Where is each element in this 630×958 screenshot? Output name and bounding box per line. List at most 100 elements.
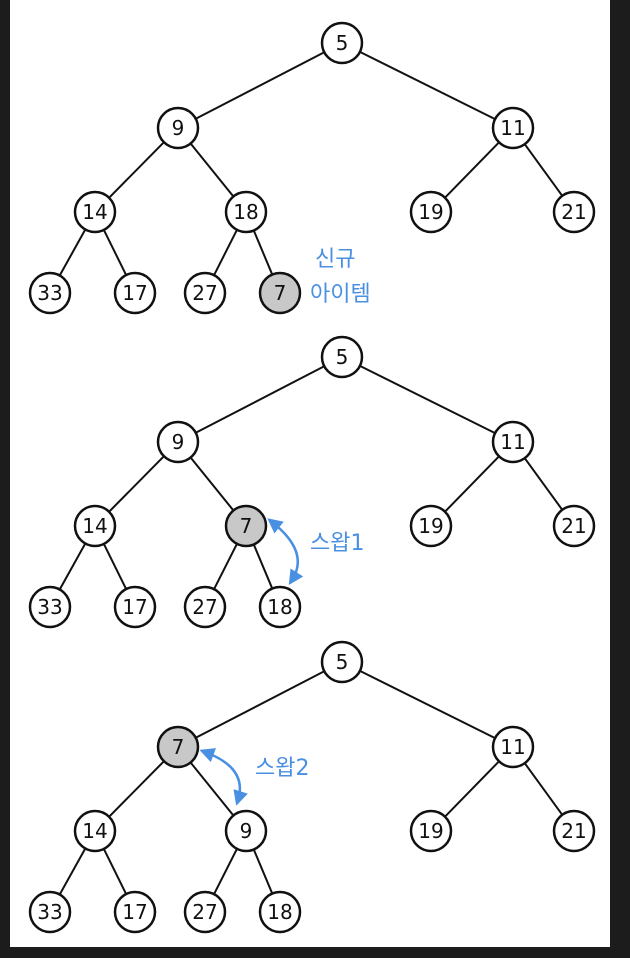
heap-node: 33: [28, 585, 72, 629]
node-value: 7: [172, 735, 185, 759]
heap-node: 5: [320, 21, 364, 65]
heap-node: 18: [224, 190, 268, 234]
node-circle: [73, 190, 117, 234]
node-value: 18: [267, 900, 292, 924]
tree-edge: [108, 455, 165, 513]
tree-edge: [252, 229, 274, 276]
node-circle: [552, 504, 596, 548]
heap-node: 19: [409, 504, 453, 548]
node-value: 5: [336, 650, 349, 674]
node-circle: [224, 809, 268, 853]
heap-node: 14: [73, 504, 117, 548]
swap-arrow: [267, 518, 304, 586]
heap-node: 5: [320, 640, 364, 684]
tree-edge: [523, 143, 564, 197]
tree-edge: [252, 848, 274, 895]
node-value: 7: [274, 281, 287, 305]
node-value: 14: [82, 819, 107, 843]
annotation-new-item: 아이템: [310, 282, 371, 307]
node-circle: [183, 585, 227, 629]
node-value: 19: [418, 514, 443, 538]
node-circle: [28, 890, 72, 934]
heap-node: 18: [258, 585, 302, 629]
heap-node: 14: [73, 809, 117, 853]
node-value: 14: [82, 200, 107, 224]
tree-edge: [108, 141, 165, 199]
node-value: 14: [82, 514, 107, 538]
heap-node: 11: [491, 420, 535, 464]
tree-edge: [443, 455, 501, 513]
node-circle: [224, 504, 268, 548]
node-circle: [28, 585, 72, 629]
heap-node: 33: [28, 271, 72, 315]
heap-node: 19: [409, 190, 453, 234]
node-value: 5: [336, 345, 349, 369]
tree-edge: [194, 670, 326, 739]
heap-node: 11: [491, 106, 535, 150]
tree-edge: [523, 762, 564, 816]
node-circle: [183, 271, 227, 315]
tree-edge: [213, 542, 238, 591]
tree-edge: [443, 141, 501, 199]
node-circle: [258, 890, 302, 934]
tree-edge: [58, 228, 87, 277]
node-value: 27: [192, 281, 217, 305]
heap-node: 9: [224, 809, 268, 853]
node-circle: [113, 271, 157, 315]
tree-edge: [523, 457, 564, 511]
node-value: 27: [192, 595, 217, 619]
heap-node: 11: [491, 725, 535, 769]
tree-edge: [189, 761, 235, 817]
tree-edge: [252, 543, 274, 590]
heap-node: 33: [28, 890, 72, 934]
node-circle: [409, 190, 453, 234]
node-value: 21: [561, 514, 586, 538]
heap-node: 9: [156, 420, 200, 464]
node-circle: [156, 725, 200, 769]
node-circle: [183, 890, 227, 934]
heap-node: 17: [113, 890, 157, 934]
node-circle: [156, 420, 200, 464]
heap-node: 17: [113, 271, 157, 315]
node-circle: [73, 504, 117, 548]
heap-node: 21: [552, 504, 596, 548]
tree-edge: [102, 542, 128, 591]
tree-edge: [358, 364, 497, 435]
node-circle: [320, 640, 364, 684]
node-value: 17: [122, 900, 147, 924]
node-circle: [491, 106, 535, 150]
node-value: 9: [172, 430, 185, 454]
node-value: 27: [192, 900, 217, 924]
heap-node: 27: [183, 890, 227, 934]
swap-arrow: [199, 748, 248, 806]
node-circle: [491, 725, 535, 769]
tree-edge: [213, 228, 238, 277]
heap-node: 21: [552, 190, 596, 234]
annotation-swap: 스왑1: [310, 531, 364, 556]
tree-edge: [358, 50, 497, 121]
heap-node: 27: [183, 585, 227, 629]
annotation-swap: 스왑2: [255, 756, 309, 781]
heap-node: 7: [224, 504, 268, 548]
node-value: 19: [418, 200, 443, 224]
node-circle: [409, 504, 453, 548]
node-value: 11: [500, 430, 525, 454]
heap-node: 14: [73, 190, 117, 234]
node-circle: [258, 271, 302, 315]
node-value: 19: [418, 819, 443, 843]
node-circle: [73, 809, 117, 853]
heap-node: 7: [156, 725, 200, 769]
node-circle: [113, 890, 157, 934]
node-value: 33: [37, 595, 62, 619]
node-circle: [258, 585, 302, 629]
heap-node: 7: [258, 271, 302, 315]
node-value: 11: [500, 116, 525, 140]
tree-edge: [58, 542, 87, 591]
tree-edge: [194, 51, 326, 120]
tree-edge: [102, 847, 128, 896]
node-circle: [409, 809, 453, 853]
node-circle: [552, 809, 596, 853]
node-circle: [224, 190, 268, 234]
